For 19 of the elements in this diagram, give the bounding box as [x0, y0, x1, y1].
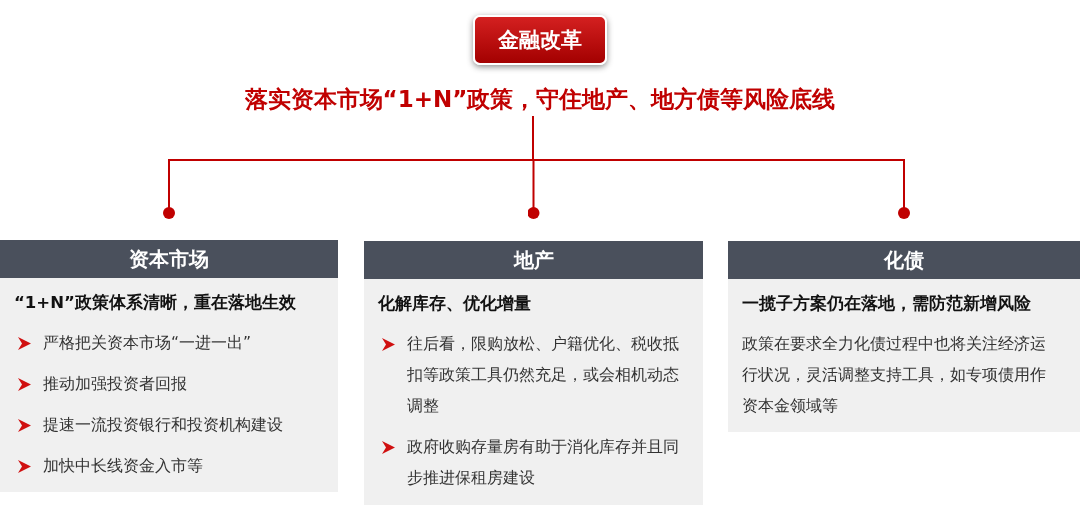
card-header: 地产 — [364, 241, 703, 279]
category-card — [728, 241, 1080, 432]
bullet-text: 提速一流投资银行和投资机构建设 — [43, 415, 283, 436]
card-subtitle: 化解库存、优化增量 — [378, 293, 532, 315]
card-header: 资本市场 — [0, 240, 338, 278]
bullet-text: 往后看，限购放松、户籍优化、税收抵扣等政策工具仍然充足，或会相机动态调整 — [407, 334, 679, 417]
card-subtitle: 一揽子方案仍在落地，需防范新增风险 — [742, 293, 1032, 315]
headline-text: 落实资本市场“1+N”政策，守住地产、地方债等风险底线 — [140, 82, 940, 116]
card-subtitle: “1+N”政策体系清晰，重在落地生效 — [14, 292, 297, 314]
card-header: 化债 — [728, 241, 1080, 279]
bullet-text: 政府收购存量房有助于消化库存并且同步推进保租房建设 — [407, 437, 679, 489]
bullet-text: 推动加强投资者回报 — [43, 374, 187, 395]
bullet-text: 严格把关资本市场“一进一出” — [43, 333, 252, 354]
title-badge: 金融改革 — [473, 15, 607, 65]
category-card — [364, 241, 703, 505]
category-card — [0, 240, 338, 492]
connector-line — [532, 115, 910, 219]
bullet-text: 加快中长线资金入市等 — [43, 456, 203, 477]
paragraph-text: 政策在要求全力化债过程中也将关注经济运行状况，灵活调整支持工具，如专项债用作资本金领域等 — [742, 334, 1047, 417]
